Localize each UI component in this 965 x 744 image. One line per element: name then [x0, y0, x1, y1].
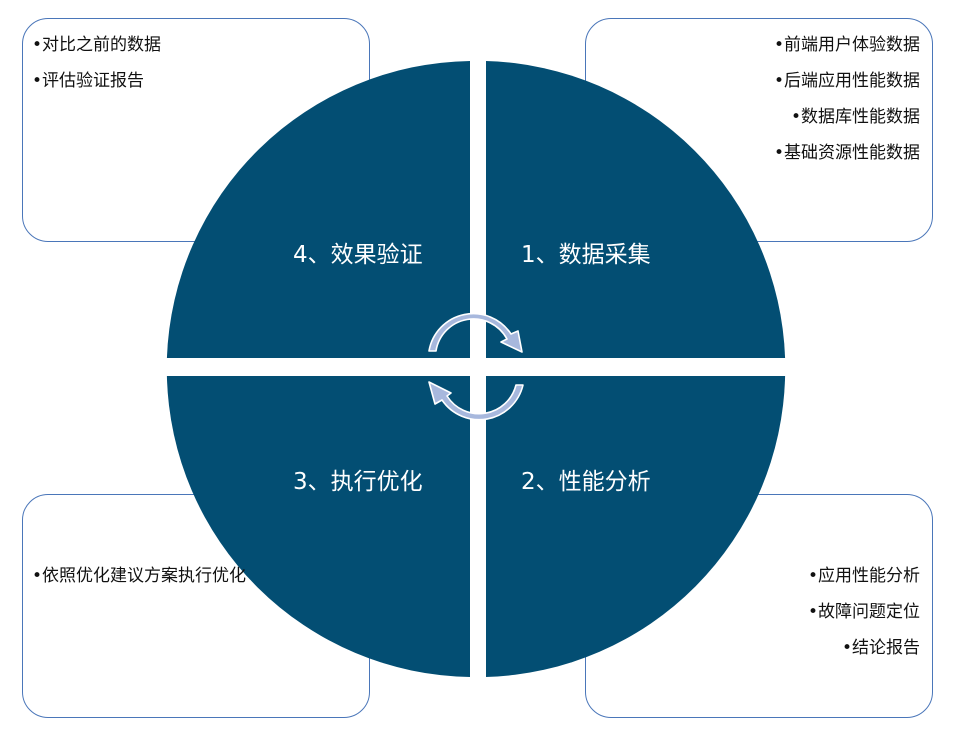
list-item: 后端应用性能数据 [774, 63, 920, 99]
quadrant-bottom-left [166, 376, 470, 677]
list-item: 对比之前的数据 [32, 27, 161, 63]
cycle-arrow-bottom-icon [428, 381, 524, 421]
quadrant-top-left [166, 61, 470, 358]
list-item: 前端用户体验数据 [774, 27, 920, 63]
list-item: 数据库性能数据 [774, 99, 920, 135]
analysis-items: 应用性能分析 故障问题定位 结论报告 [808, 558, 920, 666]
quadrant-top-right [486, 61, 786, 358]
list-item: 故障问题定位 [808, 594, 920, 630]
optimization-items: 依照优化建议方案执行优化 [32, 558, 252, 594]
quadrant-label-optimization: 3、执行优化 [293, 469, 423, 495]
list-item: 应用性能分析 [808, 558, 920, 594]
quadrant-label-analysis: 2、性能分析 [521, 469, 651, 495]
cycle-arrow-top-icon [428, 312, 523, 353]
collection-items: 前端用户体验数据 后端应用性能数据 数据库性能数据 基础资源性能数据 [774, 27, 920, 171]
quadrant-bottom-right [486, 376, 786, 677]
validation-items: 对比之前的数据 评估验证报告 [32, 27, 161, 99]
list-item: 基础资源性能数据 [774, 135, 920, 171]
quadrant-label-collection: 1、数据采集 [521, 242, 651, 268]
list-item: 评估验证报告 [32, 63, 161, 99]
list-item: 依照优化建议方案执行优化 [32, 558, 252, 594]
quadrant-label-validation: 4、效果验证 [293, 242, 423, 268]
list-item: 结论报告 [808, 630, 920, 666]
